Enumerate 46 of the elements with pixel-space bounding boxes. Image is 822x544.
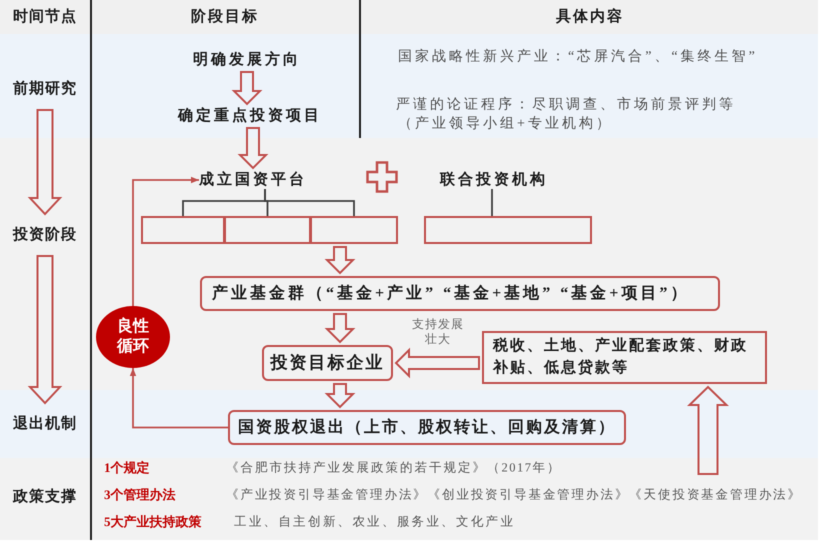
stage-text: 联合投资机构 <box>440 171 548 189</box>
hollow-arrow <box>238 127 268 170</box>
policy-text: 《合肥市扶持产业发展政策的若干规定》（2017年） <box>226 460 562 476</box>
column-header: 具体内容 <box>556 8 624 26</box>
row-label: 政策支撑 <box>13 488 77 506</box>
row-label: 前期研究 <box>13 80 77 98</box>
content-text: （产业领导小组+专业机构） <box>398 116 613 134</box>
connector-line <box>491 189 493 216</box>
stage-text: 明确发展方向 <box>193 51 301 69</box>
policy-text: 工业、自主创新、农业、服务业、文化产业 <box>234 514 516 530</box>
policy-category: 5大产业扶持政策 <box>104 514 202 530</box>
process-box <box>228 410 626 445</box>
process-box <box>424 216 592 244</box>
process-box <box>141 216 225 244</box>
hollow-arrow <box>687 386 729 475</box>
hollow-arrow <box>324 246 356 274</box>
hollow-arrow <box>28 255 62 404</box>
policy-category: 3个管理办法 <box>104 487 176 503</box>
hollow-arrow <box>232 71 262 106</box>
policy-text: 《产业投资引导基金管理办法》《创业投资引导基金管理办法》《天使投资基金管理办法》 <box>226 488 802 502</box>
stage-text: 成立国资平台 <box>199 171 307 189</box>
arrow <box>130 368 228 428</box>
policy-category: 1个规定 <box>104 460 150 476</box>
process-box <box>224 216 311 244</box>
process-box <box>482 331 767 384</box>
content-text: 国家战略性新兴产业：“芯屏汽合”、“集终生智” <box>398 50 758 66</box>
connector-line <box>264 189 355 216</box>
row-label: 退出机制 <box>13 415 77 433</box>
hollow-arrow <box>394 348 480 378</box>
box-text: 投资目标企业 <box>270 352 384 374</box>
hollow-arrow <box>324 383 356 408</box>
column-header: 时间节点 <box>13 8 77 26</box>
box-text: 国资股权退出（上市、股权转让、回购及清算） <box>238 418 616 438</box>
content-text: 严谨的论证程序：尽职调查、市场前景评判等 <box>396 98 736 114</box>
process-box <box>200 276 720 311</box>
process-box <box>262 345 393 381</box>
hollow-arrow <box>324 313 356 344</box>
column-header: 阶段目标 <box>191 8 259 26</box>
box-text: 产业基金群（“基金+产业” “基金+基地” “基金+项目”） <box>212 284 690 304</box>
arrow <box>132 176 199 306</box>
stage-text: 确定重点投资项目 <box>178 107 322 125</box>
box-text: 税收、土地、产业配套政策、财政补贴、低息贷款等 <box>493 336 749 378</box>
row-label: 投资阶段 <box>13 226 77 244</box>
ellipse-text: 良性循环 <box>116 317 150 357</box>
hollow-arrow <box>28 109 62 216</box>
process-box <box>310 216 398 244</box>
